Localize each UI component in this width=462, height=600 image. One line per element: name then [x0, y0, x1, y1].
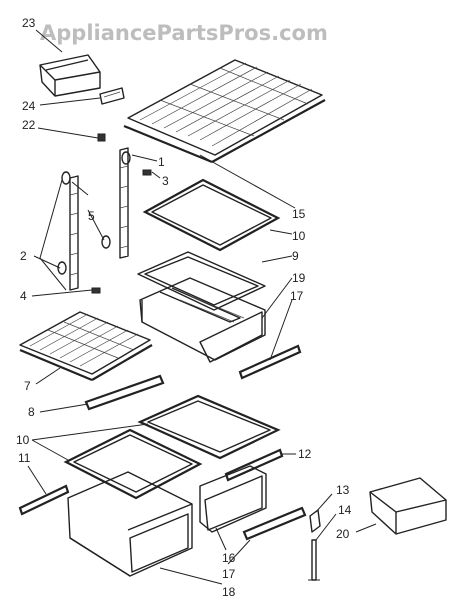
part-17-trim-upper — [238, 344, 302, 380]
part-2-wire-bracket — [39, 179, 67, 291]
part-10-glass-shelf-right — [137, 394, 281, 460]
callout-18: 18 — [222, 585, 236, 599]
part-12-trim — [224, 448, 284, 482]
callout-12: 12 — [298, 447, 312, 461]
part-16-meat-drawer — [199, 465, 267, 533]
callout-2: 2 — [20, 249, 27, 263]
part-10-glass-shelf-upper — [142, 178, 281, 252]
callout-17-upper: 17 — [290, 289, 304, 303]
leader-lines — [27, 29, 377, 585]
part-10-glass-shelf-left — [63, 428, 203, 500]
callout-19: 19 — [292, 271, 306, 285]
part-13-14-hinge — [308, 509, 321, 581]
callout-5: 5 — [88, 209, 95, 223]
part-24-bin-door — [99, 87, 125, 105]
callout-23: 23 — [22, 16, 36, 30]
callout-labels: 23 24 22 1 3 15 5 10 9 2 19 17 4 7 8 10 … — [16, 16, 352, 599]
part-23-dairy-bin — [39, 54, 101, 97]
callout-16: 16 — [222, 551, 236, 565]
callout-1: 1 — [158, 155, 165, 169]
callout-15: 15 — [292, 207, 306, 221]
callout-8: 8 — [28, 405, 35, 419]
part-20-door-bin — [369, 477, 447, 535]
part-17-trim-lower — [242, 506, 307, 541]
part-15-wire-shelf — [123, 59, 326, 164]
part-9-crisper-frame — [137, 251, 266, 311]
callout-4: 4 — [20, 289, 27, 303]
callout-3: 3 — [162, 174, 169, 188]
part-19-crisper-drawer-upper — [139, 277, 266, 363]
callout-7: 7 — [24, 379, 31, 393]
part-22-clip — [97, 133, 106, 142]
part-7-wire-shelf-lower — [19, 311, 153, 382]
callout-10-upper: 10 — [292, 229, 306, 243]
callout-11: 11 — [18, 451, 31, 465]
callout-17-lower: 17 — [222, 567, 236, 581]
watermark-text: AppliancePartsPros.com — [40, 21, 328, 45]
callout-10-lower: 10 — [16, 433, 30, 447]
part-5-shelf-ladder-left — [69, 175, 79, 291]
callout-14: 14 — [338, 503, 352, 517]
callout-22: 22 — [22, 118, 36, 132]
callout-13: 13 — [336, 483, 350, 497]
part-18-crisper-drawer-lower — [67, 471, 193, 577]
callout-9: 9 — [292, 249, 299, 263]
callout-20: 20 — [336, 527, 350, 541]
part-5-shelf-ladder-right — [119, 147, 129, 259]
fasteners — [57, 151, 152, 294]
part-11-trim — [18, 484, 70, 516]
callout-24: 24 — [22, 99, 36, 113]
part-8-trim — [84, 374, 165, 411]
